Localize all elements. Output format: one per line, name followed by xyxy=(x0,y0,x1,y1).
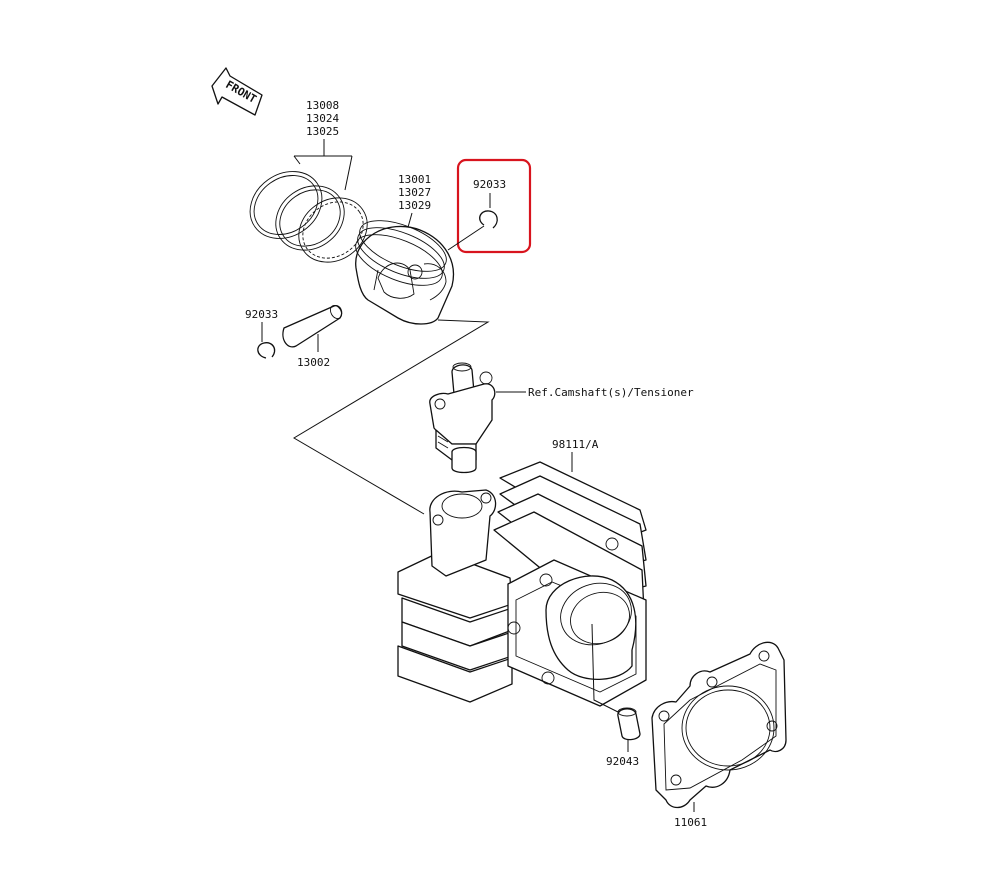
ref-label: Ref.Camshaft(s)/Tensioner xyxy=(528,386,694,399)
label-13002: 13002 xyxy=(297,356,330,369)
label-92033-left: 92033 xyxy=(245,308,278,321)
highlight-box xyxy=(456,158,532,254)
label-13008: 13008 xyxy=(306,99,339,112)
label-13027: 13027 xyxy=(398,186,431,199)
front-arrow-icon: FRONT xyxy=(211,67,263,116)
label-13029: 13029 xyxy=(398,199,431,212)
piston xyxy=(355,220,454,325)
label-98111a: 98111/A xyxy=(552,438,599,451)
piston-rings xyxy=(249,171,368,263)
label-13001: 13001 xyxy=(398,173,431,186)
cylinder-gasket xyxy=(651,641,787,809)
cylinder-block xyxy=(397,461,647,707)
piston-pin xyxy=(282,304,343,348)
label-13024: 13024 xyxy=(306,112,339,125)
label-92043: 92043 xyxy=(606,755,639,768)
label-11061: 11061 xyxy=(674,816,707,829)
circlip-left-icon xyxy=(257,342,276,359)
label-92033-highlight: 92033 xyxy=(473,178,506,191)
cam-tensioner xyxy=(429,362,496,474)
circlip-icon xyxy=(479,210,498,229)
label-13025: 13025 xyxy=(306,125,339,138)
dowel-pin xyxy=(617,707,641,741)
